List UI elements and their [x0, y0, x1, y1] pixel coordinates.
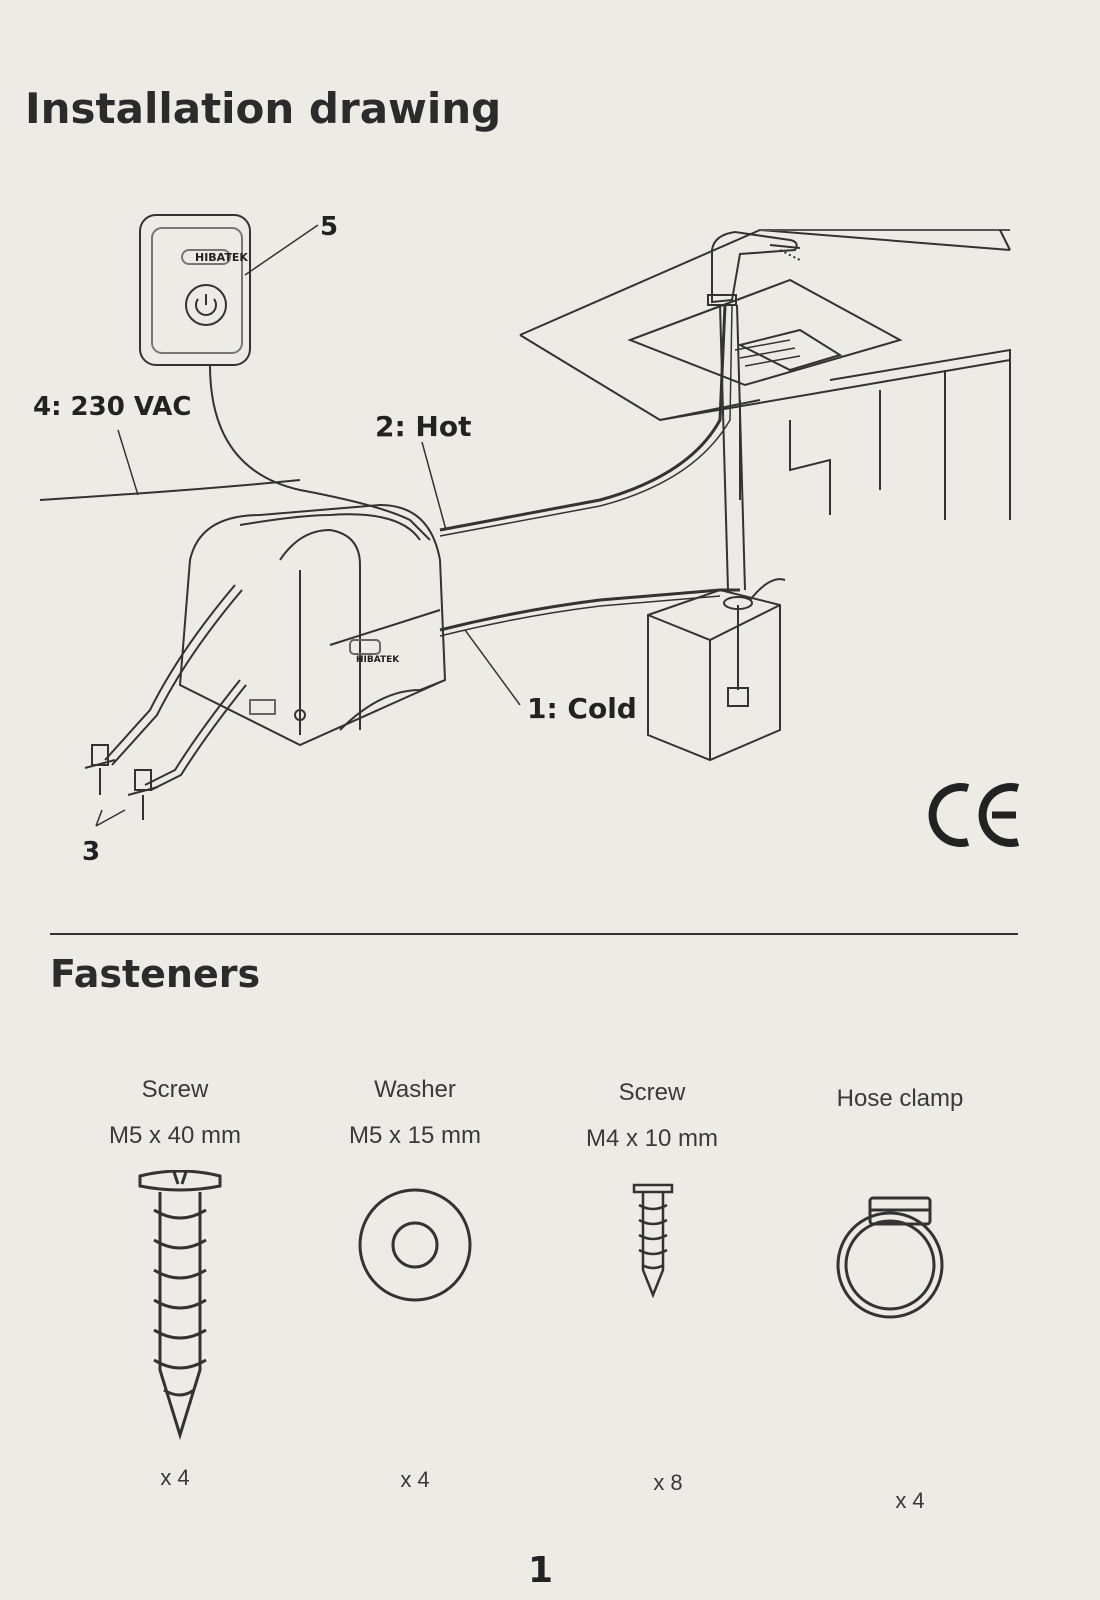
fastener-qty: x 8: [653, 1470, 683, 1495]
faucet: [707, 230, 801, 306]
fastener-item: Screw M4 x 10 mm: [552, 1079, 752, 1153]
fastener-size: M5 x 40 mm: [108, 1122, 242, 1149]
fastener-name: Washer: [374, 1076, 456, 1103]
fastener-name: Hose clamp: [836, 1085, 964, 1112]
sink-basin: [627, 278, 903, 387]
cold-water-pipe: [439, 588, 740, 632]
label-mount: 3: [82, 837, 100, 867]
fastener-name: Screw: [141, 1076, 209, 1103]
fastener-qty: x 4: [895, 1488, 925, 1513]
installation-drawing: HIBATEK HIBATEK 5 4: 230 VAC 2: Hot 1: C…: [33, 212, 1011, 867]
hose-clamp-icon: [836, 1196, 944, 1319]
label-power: 4: 230 VAC: [33, 392, 191, 422]
short-screw-icon: [632, 1183, 674, 1299]
page-title: Installation drawing: [25, 84, 502, 133]
hot-water-pipe: [439, 304, 727, 532]
label-hot: 2: Hot: [375, 410, 471, 443]
fastener-name: Screw: [618, 1079, 686, 1106]
fastener-item: Screw M5 x 40 mm: [75, 1076, 275, 1150]
fastener-size: M5 x 15 mm: [348, 1122, 482, 1149]
water-heater-unit: [178, 503, 447, 747]
fastener-qty: x 4: [160, 1465, 190, 1490]
long-screw-icon: [138, 1170, 222, 1440]
fastener-size: M4 x 10 mm: [585, 1125, 719, 1152]
fastener-item: Washer M5 x 15 mm: [315, 1076, 515, 1150]
brand-label: HIBATEK: [356, 655, 400, 665]
ground-stake: [84, 744, 116, 795]
section-divider: [50, 933, 1018, 935]
fastener-item: Hose clamp: [800, 1085, 1000, 1113]
countertop: [519, 228, 1011, 422]
page-number: 1: [528, 1550, 554, 1591]
ground-stake: [127, 769, 159, 820]
switch-panel: [139, 214, 251, 366]
water-box: [647, 578, 786, 762]
label-switch: 5: [320, 212, 338, 242]
ce-mark-icon: [928, 783, 1020, 847]
brand-label: HIBATEK: [195, 251, 248, 264]
label-cold: 1: Cold: [527, 692, 637, 725]
washer-icon: [358, 1188, 472, 1302]
fastener-qty: x 4: [400, 1467, 430, 1492]
section-title: Fasteners: [50, 952, 261, 996]
